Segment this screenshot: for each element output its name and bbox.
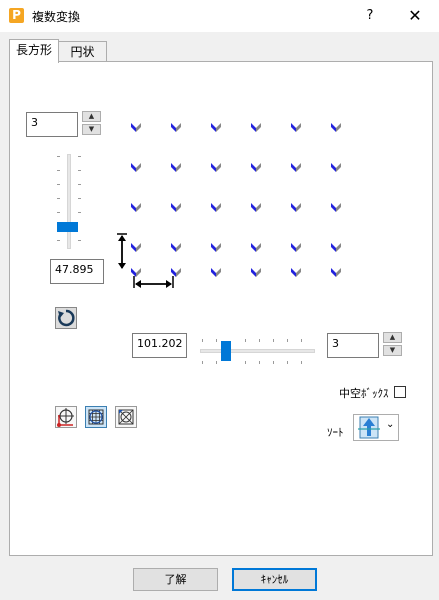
window-title: 複数変換 bbox=[32, 10, 81, 24]
preview-mark bbox=[131, 241, 141, 252]
preview-mark bbox=[251, 201, 261, 212]
preview-mark bbox=[291, 121, 301, 132]
preview-mark bbox=[131, 266, 141, 277]
col-spacing-slider-thumb[interactable] bbox=[221, 341, 231, 361]
preview-mark bbox=[331, 241, 341, 252]
preview-mark bbox=[331, 201, 341, 212]
preview-mark bbox=[211, 201, 221, 212]
col-spacing-input[interactable]: 101.202 bbox=[132, 333, 187, 358]
origin-mode-icon[interactable] bbox=[55, 406, 77, 428]
sort-dropdown[interactable]: ⌄ bbox=[353, 414, 399, 441]
preview-mark bbox=[251, 266, 261, 277]
horizontal-spacing-arrow-icon bbox=[133, 276, 174, 288]
preview-mark bbox=[251, 241, 261, 252]
sort-label: ｿｰﾄ bbox=[327, 426, 344, 439]
preview-mark bbox=[331, 121, 341, 132]
row-spacing-slider-thumb[interactable] bbox=[57, 222, 78, 232]
preview-mark bbox=[171, 241, 181, 252]
row-count-up-icon[interactable]: ▲ bbox=[82, 111, 101, 122]
col-count-down-icon[interactable]: ▼ bbox=[383, 345, 402, 356]
grid-mode-icon[interactable] bbox=[85, 406, 107, 428]
app-logo-icon: P bbox=[9, 8, 24, 23]
preview-mark bbox=[211, 241, 221, 252]
cancel-button[interactable]: ｷｬﾝｾﾙ bbox=[232, 568, 317, 591]
tab-circular[interactable]: 円状 bbox=[58, 41, 107, 62]
preview-mark bbox=[171, 201, 181, 212]
hollow-box-label: 中空ﾎﾞｯｸｽ bbox=[339, 387, 389, 400]
preview-mark bbox=[131, 161, 141, 172]
tab-rectangle[interactable]: 長方形 bbox=[9, 39, 59, 63]
hollow-box-checkbox[interactable] bbox=[394, 386, 406, 398]
preview-mark bbox=[251, 161, 261, 172]
preview-mark bbox=[331, 266, 341, 277]
preview-mark bbox=[211, 121, 221, 132]
vertical-spacing-arrow-icon bbox=[117, 233, 127, 269]
close-button[interactable]: ✕ bbox=[408, 6, 422, 25]
refresh-icon[interactable] bbox=[55, 307, 77, 329]
sort-arrow-icon bbox=[358, 416, 380, 439]
preview-mark bbox=[331, 161, 341, 172]
row-spacing-slider-track[interactable] bbox=[67, 154, 71, 249]
preview-mark bbox=[131, 121, 141, 132]
row-count-down-icon[interactable]: ▼ bbox=[82, 124, 101, 135]
title-bar: P 複数変換 ? ✕ bbox=[0, 0, 439, 32]
preview-mark bbox=[291, 241, 301, 252]
preview-mark bbox=[131, 201, 141, 212]
col-count-up-icon[interactable]: ▲ bbox=[383, 332, 402, 343]
preview-mark bbox=[291, 161, 301, 172]
preview-mark bbox=[171, 121, 181, 132]
preview-mark bbox=[291, 201, 301, 212]
row-spacing-input[interactable]: 47.895 bbox=[50, 259, 104, 284]
preview-mark bbox=[251, 121, 261, 132]
help-button[interactable]: ? bbox=[366, 8, 374, 23]
preview-mark bbox=[291, 266, 301, 277]
col-count-input[interactable]: 3 bbox=[327, 333, 379, 358]
ok-button[interactable]: 了解 bbox=[133, 568, 218, 591]
preview-mark bbox=[171, 266, 181, 277]
row-count-input[interactable]: 3 bbox=[26, 112, 78, 137]
chevron-down-icon: ⌄ bbox=[386, 419, 395, 430]
preview-mark bbox=[171, 161, 181, 172]
preview-mark bbox=[211, 161, 221, 172]
box-mode-icon[interactable] bbox=[115, 406, 137, 428]
tab-panel bbox=[9, 61, 433, 556]
col-spacing-slider-track[interactable] bbox=[200, 349, 315, 353]
preview-mark bbox=[211, 266, 221, 277]
